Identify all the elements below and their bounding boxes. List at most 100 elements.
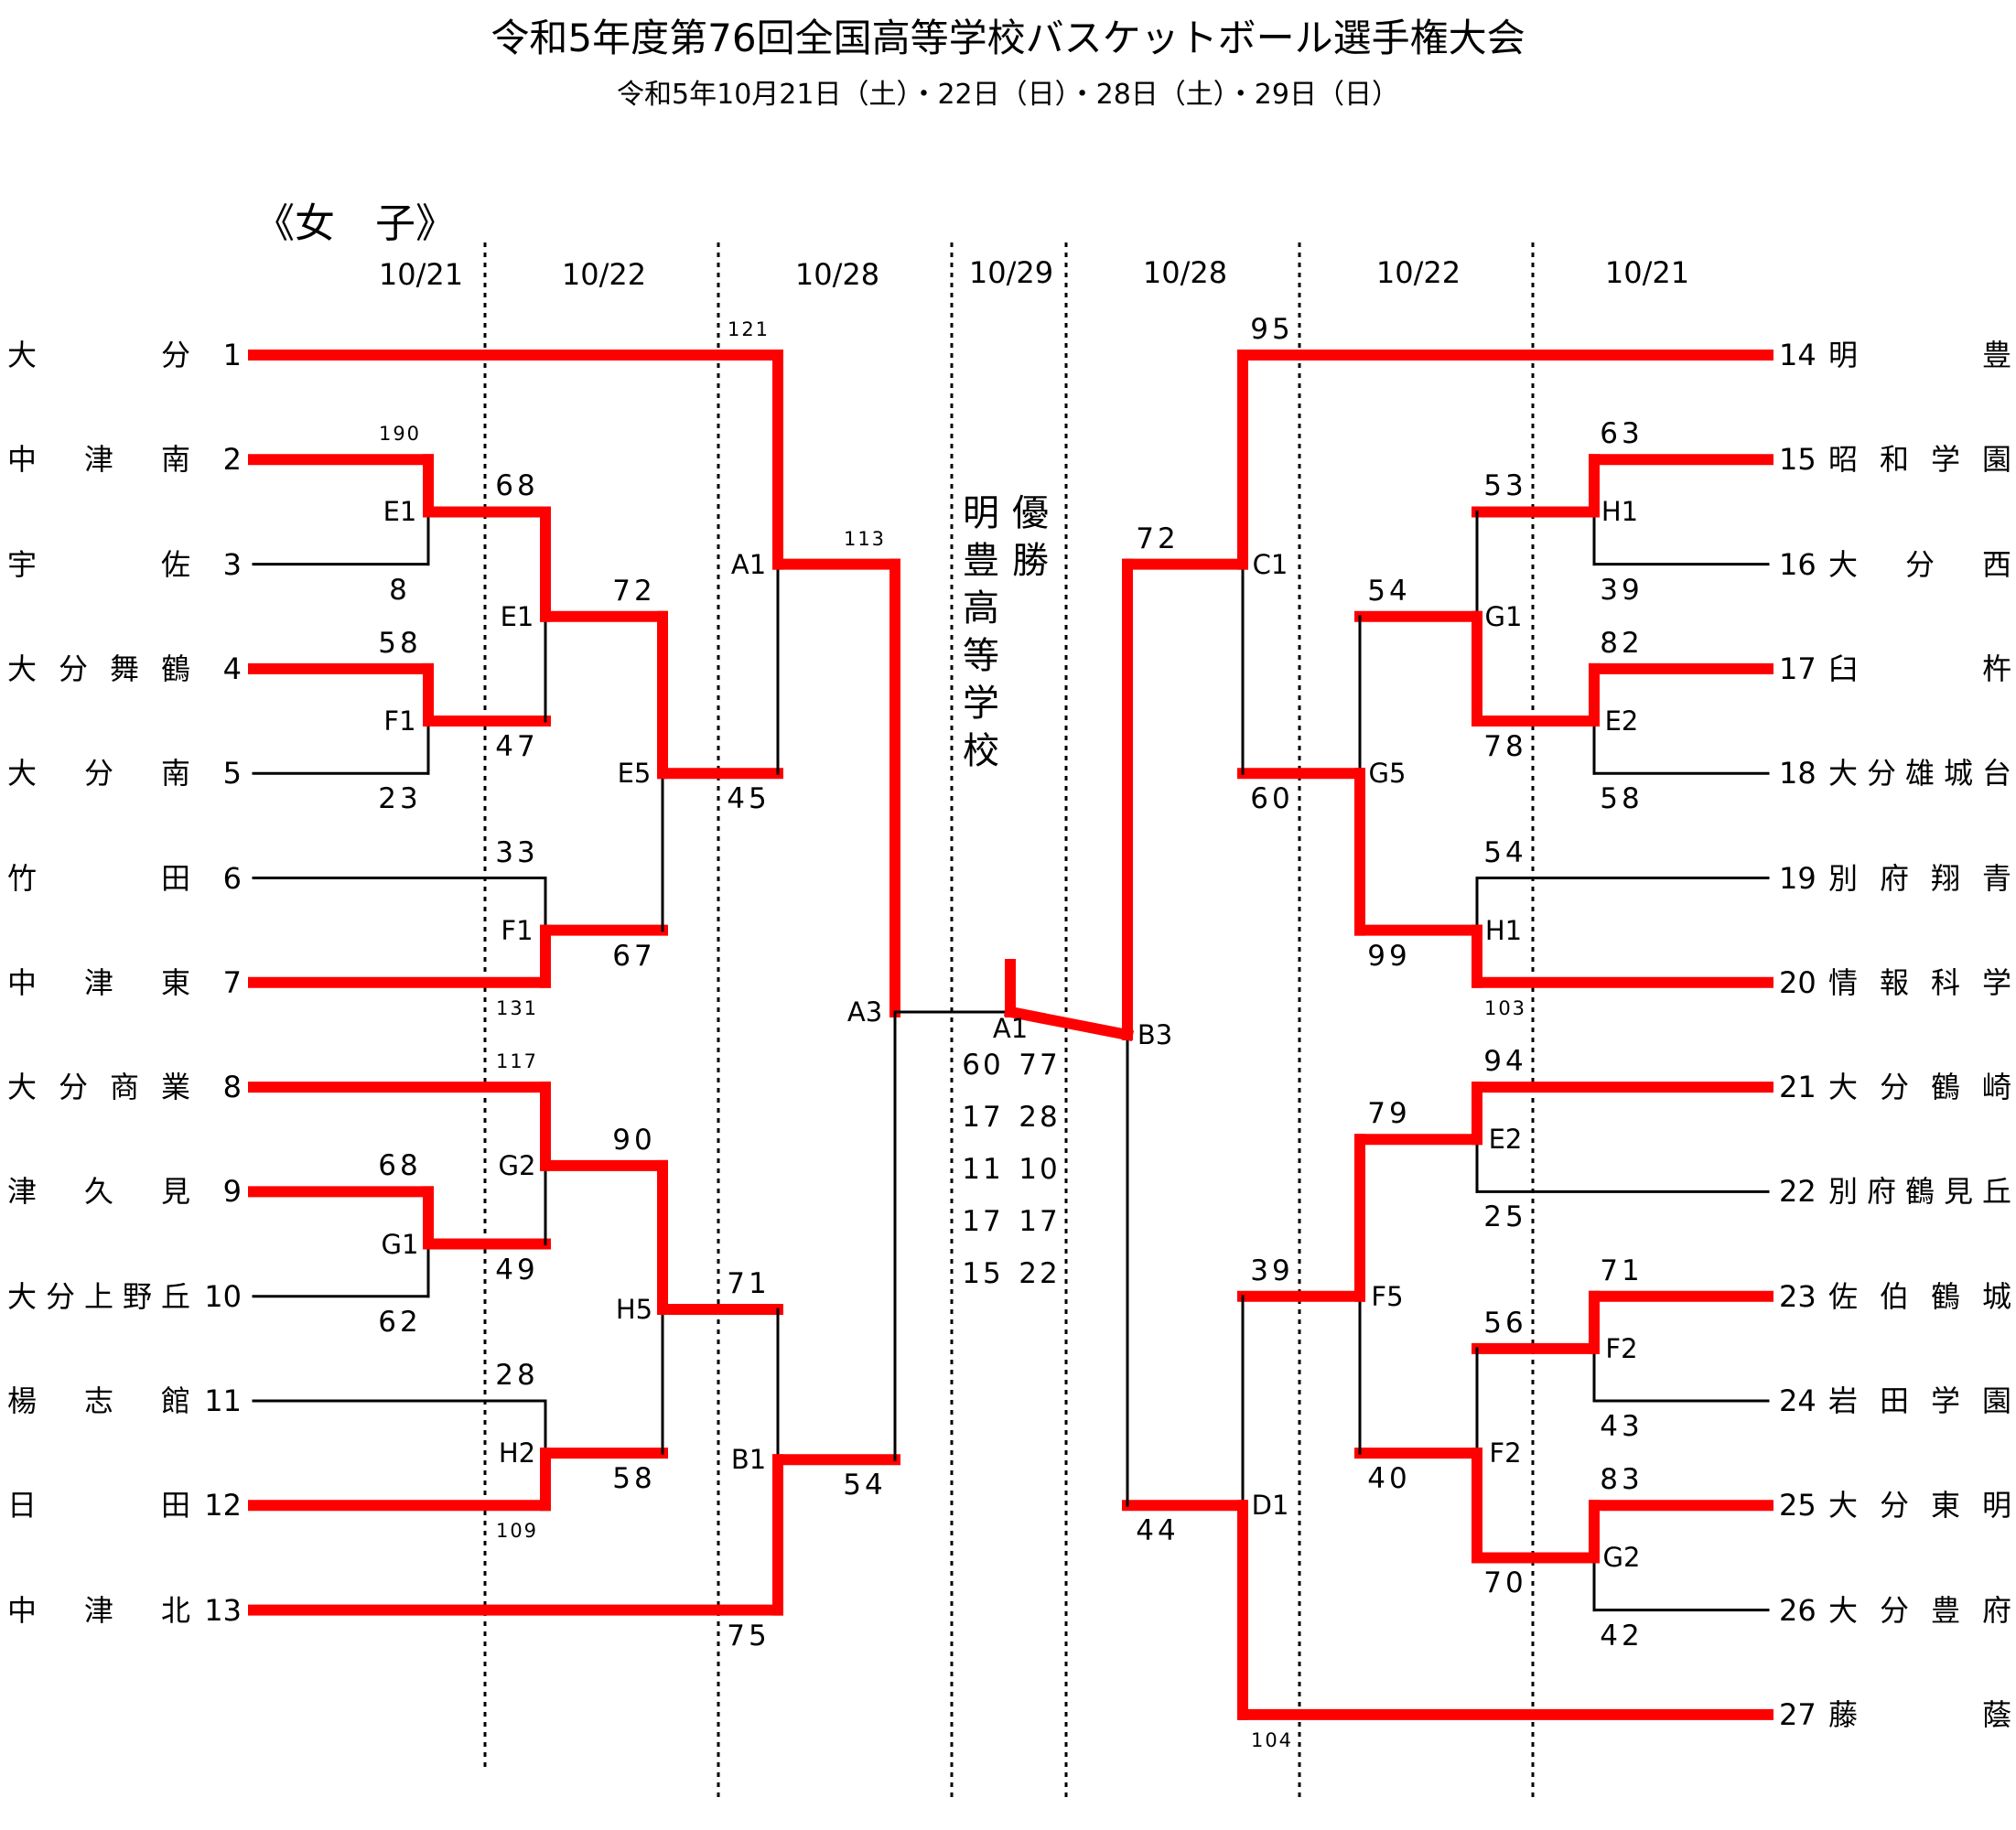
quarter-score-right: 10 bbox=[1019, 1152, 1061, 1186]
score-label: 131 bbox=[495, 996, 539, 1019]
score-label: 54 bbox=[1483, 835, 1527, 869]
team-number: 5 bbox=[222, 756, 242, 791]
team-name: 別府翔青 bbox=[1828, 860, 2011, 896]
score-label: 58 bbox=[1600, 782, 1644, 816]
court-label: E2 bbox=[1604, 705, 1639, 737]
score-label: 45 bbox=[727, 782, 771, 816]
team-name: 大分西 bbox=[1828, 546, 2011, 582]
quarter-score-right: 17 bbox=[1019, 1204, 1061, 1238]
court-label: B3 bbox=[1137, 1018, 1173, 1050]
team-number: 26 bbox=[1779, 1592, 1817, 1628]
court-label: G1 bbox=[381, 1228, 419, 1260]
team-number: 19 bbox=[1779, 860, 1817, 896]
court-label: D1 bbox=[1251, 1490, 1289, 1522]
team-number: 4 bbox=[222, 651, 242, 686]
score-label: 121 bbox=[727, 318, 771, 340]
team-name: 津久見 bbox=[7, 1174, 190, 1210]
score-label: 95 bbox=[1250, 313, 1294, 346]
team-number: 12 bbox=[204, 1488, 242, 1523]
court-label: H2 bbox=[498, 1437, 536, 1469]
score-label: 56 bbox=[1483, 1306, 1527, 1340]
court-label: E1 bbox=[500, 600, 534, 632]
court-label: G2 bbox=[1602, 1542, 1641, 1574]
score-label: 54 bbox=[1367, 574, 1411, 608]
score-label: 68 bbox=[495, 469, 539, 503]
score-label: 44 bbox=[1136, 1514, 1180, 1548]
score-label: 67 bbox=[612, 939, 656, 973]
quarter-score-right: 28 bbox=[1019, 1100, 1061, 1134]
team-name: 楊志館 bbox=[7, 1383, 190, 1418]
quarter-score-right: 22 bbox=[1019, 1256, 1061, 1290]
score-label: 39 bbox=[1600, 573, 1644, 607]
court-label: C1 bbox=[1252, 548, 1288, 580]
date-header: 10/28 bbox=[1142, 255, 1228, 290]
team-number: 27 bbox=[1779, 1696, 1817, 1732]
date-header: 10/28 bbox=[794, 257, 880, 292]
team-number: 14 bbox=[1779, 338, 1817, 372]
team-row-right: 26 大分豊府 bbox=[1779, 1592, 2011, 1629]
team-number: 17 bbox=[1779, 651, 1817, 686]
court-label: G1 bbox=[1484, 600, 1523, 632]
score-label: 117 bbox=[495, 1050, 539, 1073]
division-label: 《女 子》 bbox=[254, 200, 456, 247]
champion-label: 優勝 bbox=[1012, 492, 1049, 582]
team-name: 大分鶴崎 bbox=[1828, 1070, 2011, 1105]
team-name: 日田 bbox=[7, 1488, 190, 1523]
final-line-right bbox=[1003, 1005, 1135, 1041]
score-label: 79 bbox=[1367, 1097, 1411, 1131]
team-row-left: 津久見 9 bbox=[7, 1173, 242, 1210]
team-name: 中津南 bbox=[7, 442, 190, 478]
court-label: E2 bbox=[1488, 1124, 1523, 1156]
team-name: 中津北 bbox=[7, 1592, 190, 1628]
team-name: 中津東 bbox=[7, 964, 190, 1000]
score-label: 78 bbox=[1483, 730, 1527, 764]
score-label: 71 bbox=[1600, 1254, 1644, 1287]
court-label: B1 bbox=[730, 1444, 767, 1476]
court-label: F5 bbox=[1371, 1280, 1404, 1312]
court-label: F1 bbox=[383, 705, 416, 737]
court-label: E5 bbox=[617, 758, 652, 790]
team-number: 22 bbox=[1779, 1174, 1817, 1210]
score-label: 75 bbox=[727, 1619, 771, 1652]
court-label: A1 bbox=[730, 548, 767, 580]
court-label: H1 bbox=[1601, 496, 1639, 528]
team-number: 24 bbox=[1779, 1383, 1817, 1418]
court-label: E1 bbox=[383, 496, 417, 528]
score-label: 99 bbox=[1367, 939, 1411, 973]
score-label: 23 bbox=[378, 782, 422, 816]
score-label: 90 bbox=[612, 1123, 656, 1157]
score-label: 72 bbox=[1136, 522, 1180, 555]
score-label: 40 bbox=[1367, 1462, 1411, 1496]
score-label: 39 bbox=[1250, 1254, 1294, 1287]
date-header: 10/21 bbox=[378, 257, 464, 292]
team-row-left: 中津東 7 bbox=[7, 964, 242, 1001]
score-label: 47 bbox=[495, 730, 539, 764]
page-subtitle: 令和5年10月21日（土）・22日（日）・28日（土）・29日（日） bbox=[617, 79, 1399, 111]
score-label: 43 bbox=[1600, 1410, 1644, 1443]
team-name: 大分豊府 bbox=[1828, 1592, 2011, 1628]
court-label: G5 bbox=[1368, 758, 1407, 790]
team-name: 大分東明 bbox=[1828, 1488, 2011, 1523]
score-label: 58 bbox=[378, 626, 422, 660]
team-name: 昭和学園 bbox=[1828, 442, 2011, 478]
court-label: A3 bbox=[846, 996, 883, 1028]
quarter-score-left: 17 bbox=[962, 1100, 1004, 1134]
team-number: 20 bbox=[1779, 964, 1817, 1000]
date-header-final: 10/29 bbox=[968, 255, 1054, 290]
team-number: 25 bbox=[1779, 1488, 1817, 1523]
final-court-label: A1 bbox=[992, 1012, 1029, 1044]
court-label: F2 bbox=[1605, 1332, 1638, 1364]
quarter-score-left: 17 bbox=[962, 1204, 1004, 1238]
team-number: 9 bbox=[222, 1174, 242, 1210]
team-name: 大分南 bbox=[7, 756, 190, 791]
team-number: 6 bbox=[222, 860, 242, 896]
team-number: 7 bbox=[222, 964, 242, 1000]
